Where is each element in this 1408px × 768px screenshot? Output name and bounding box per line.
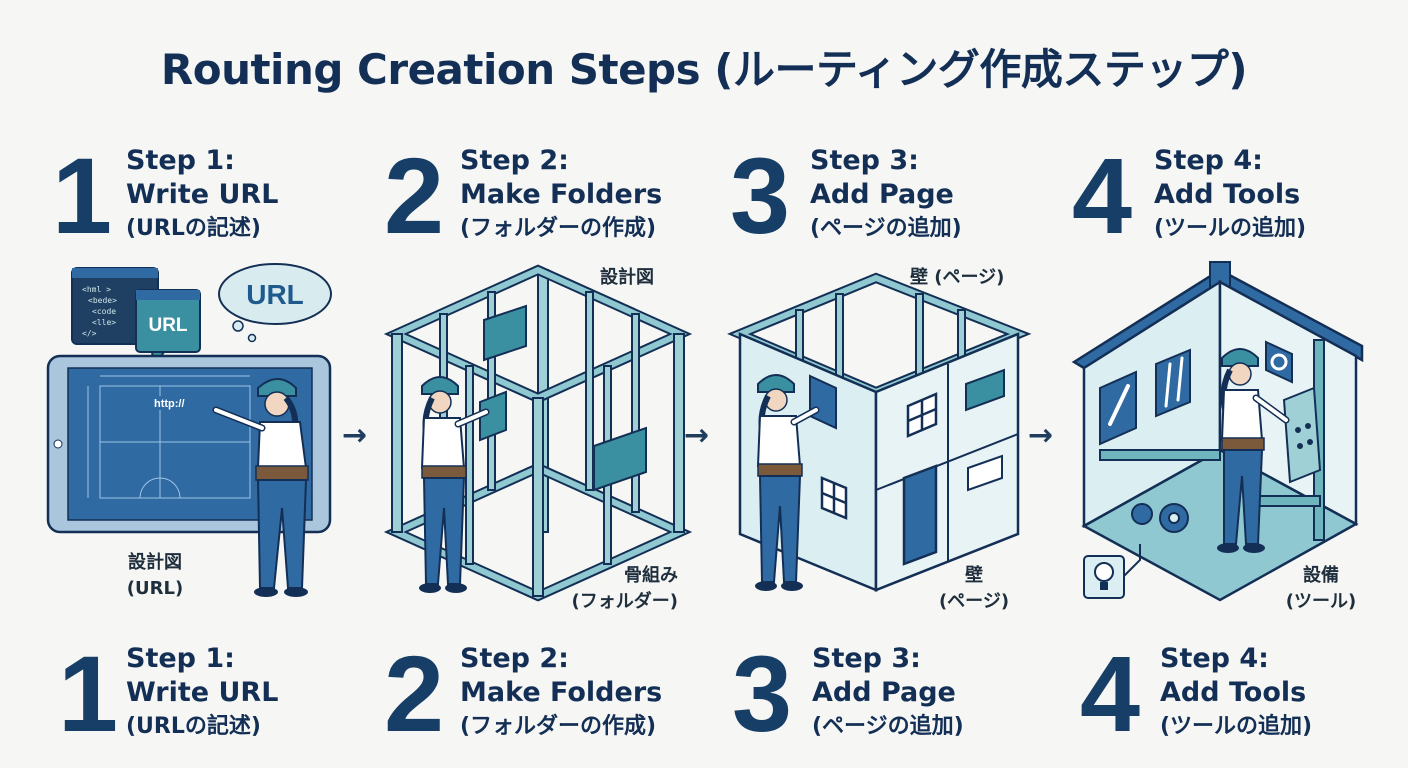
step-number: 2 [384,633,445,754]
door-icon [902,464,938,566]
step-jp: (ツールの追加) [1154,216,1307,241]
control-panel [1282,386,1322,484]
step-jp: (URLの記述) [126,216,261,241]
step-heading: Step 4: [1160,643,1269,674]
step-3-label-top: 壁 (ページ) [910,267,1005,288]
code-line: <lle> [92,318,116,327]
folder-icon [479,390,507,442]
url-text: http:// [154,398,185,410]
step-jp: (URLの記述) [126,714,261,739]
step-jp: (ツールの追加) [1160,714,1313,739]
monitor-icon [967,454,1003,492]
worker-figure [212,378,309,597]
step-heading: Step 1: [126,643,235,674]
wall-panel [809,374,837,430]
step-1-label: 設計図 (URL) [126,552,184,599]
code-line: <hml > [82,285,111,294]
step-heading: Step 1: [126,145,235,176]
step-name: Add Tools [1154,179,1301,210]
step-4-illustration [1071,261,1364,602]
wrench-icon [1099,370,1137,446]
window-icon [906,392,938,438]
step-heading: Step 3: [812,643,921,674]
window-icon [820,476,848,520]
step-name: Add Page [810,179,954,210]
step-number: 4 [1072,135,1133,256]
step-number: 3 [730,135,791,256]
worker-figure [755,374,820,591]
step-jp: (ページの追加) [810,216,962,241]
step-4-label-bottom: 設備 (ツール) [1285,565,1357,612]
step-number: 2 [384,135,445,256]
code-line: <bede> [88,296,117,305]
step-jp: (ページの追加) [812,714,964,739]
step-name: Write URL [126,677,279,708]
step-1-illustration: <hml > <bede> <code <lle> </> URL URL ht… [46,263,332,597]
step-2-label-top: 設計図 [600,267,654,288]
step-2-label-bottom: 骨組み (フォルダー) [571,565,678,612]
page-title: Routing Creation Steps (ルーティング作成ステップ) [160,45,1248,94]
worker-figure [1217,348,1290,553]
step-name: Make Folders [460,677,663,708]
step-heading: Step 2: [460,145,569,176]
step-heading: Step 3: [810,145,919,176]
lightbulb-icon [1083,544,1141,599]
gear-icon [1131,503,1189,533]
arrow-icon: → [1028,418,1054,453]
arrow-icon: → [342,418,368,453]
tools-icon [1155,348,1191,418]
step-jp: (フォルダーの作成) [460,714,657,739]
thought-text: URL [246,279,304,310]
step-heading: Step 2: [460,643,569,674]
monitor-icon [965,368,1005,412]
thought-cloud: URL [218,263,332,343]
step-heading: Step 4: [1154,145,1263,176]
code-line: <code [92,307,116,316]
step-jp: (フォルダーの作成) [460,216,657,241]
step-name: Make Folders [460,179,663,210]
step-number: 1 [52,135,113,256]
step-number: 3 [732,633,793,754]
step-3-label-bottom: 壁 (ページ) [938,565,1010,612]
step-name: Add Tools [1160,677,1307,708]
step-2-illustration [383,264,693,602]
step-name: Write URL [126,179,279,210]
gear-icon [1265,340,1293,384]
folder-icon [593,426,647,492]
step-3-illustration [727,272,1032,592]
step-number: 1 [58,633,119,754]
step-number: 4 [1080,633,1141,754]
code-line: </> [82,329,97,338]
url-speech-bubble: URL [135,289,201,369]
bubble-text: URL [148,315,187,336]
step-name: Add Page [812,677,956,708]
folder-icon [483,304,527,362]
arrow-icon: → [684,418,710,453]
worker-figure [419,376,490,593]
